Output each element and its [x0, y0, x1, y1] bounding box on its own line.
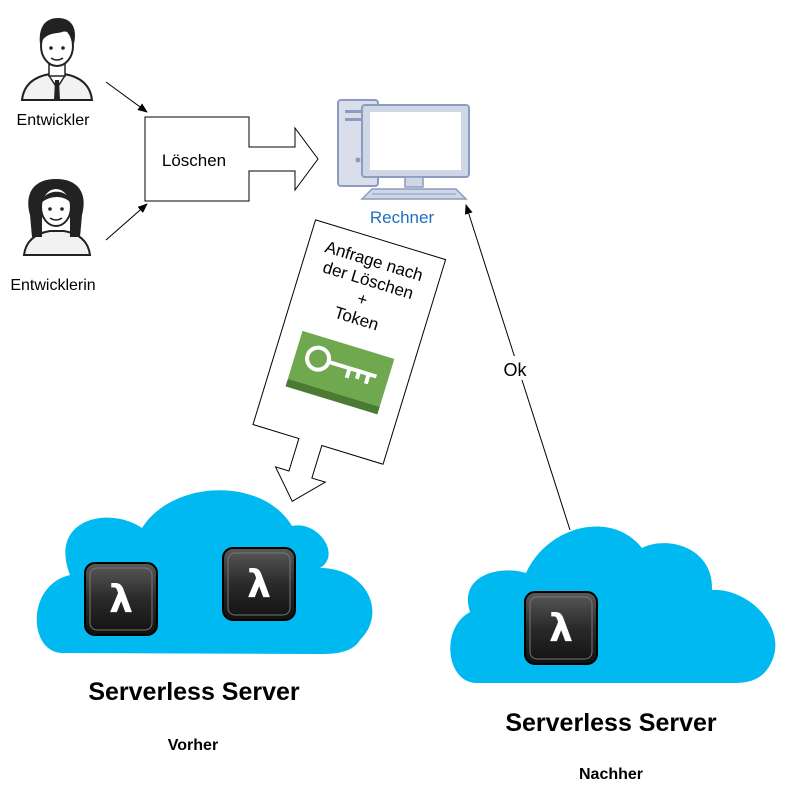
cloud-after — [450, 526, 776, 683]
ok-label: Ok — [503, 360, 527, 380]
user-male-icon — [20, 18, 94, 101]
developer-male-label: Entwickler — [17, 112, 91, 129]
lambda-symbol: λ — [247, 562, 271, 606]
lambda-symbol: λ — [109, 577, 133, 621]
key-icon — [285, 330, 395, 415]
lambda-icon-before-2: λ — [222, 547, 296, 621]
server-before-title: Serverless Server — [88, 678, 300, 706]
action-box — [144, 116, 319, 202]
server-after-caption: Nachher — [579, 766, 643, 783]
lambda-icon-after: λ — [524, 591, 598, 665]
user-female-icon — [22, 179, 92, 256]
lambda-icon-before-1: λ — [84, 562, 158, 636]
ok-label-background — [499, 356, 531, 380]
developer-female-label: Entwicklerin — [10, 277, 95, 294]
action-label: Löschen — [162, 151, 226, 170]
server-after-title: Serverless Server — [505, 709, 717, 737]
request-note: Anfrage nach der Löschen + Token — [252, 219, 447, 503]
lambda-symbol: λ — [549, 606, 573, 650]
male-to-action-arrow — [105, 81, 148, 113]
computer-icon — [337, 99, 470, 200]
female-to-action-arrow — [105, 203, 148, 241]
server-before-caption: Vorher — [168, 737, 218, 754]
computer-label: Rechner — [370, 208, 435, 227]
